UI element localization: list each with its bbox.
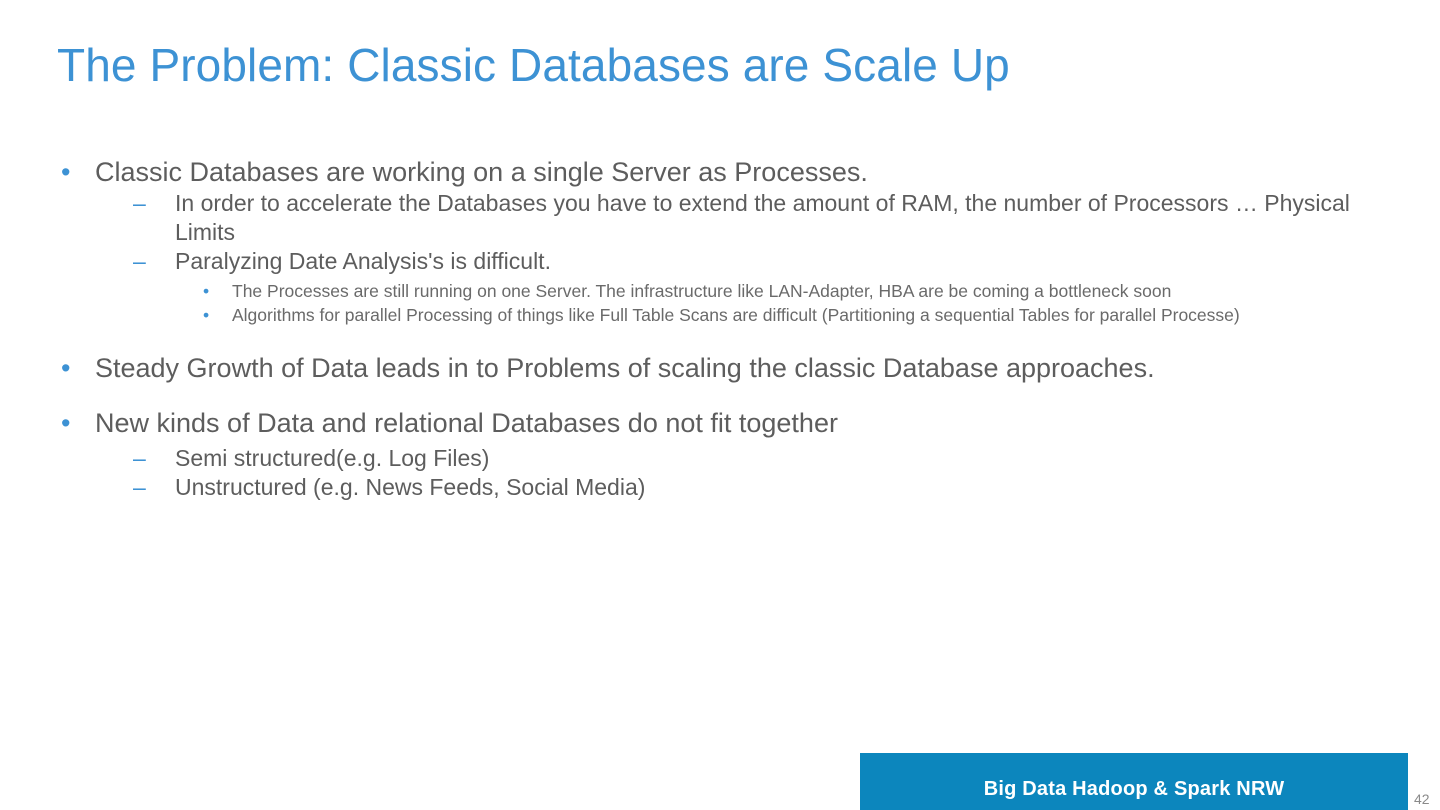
- bullet-level2-semi-structured: – Semi structured(e.g. Log Files): [55, 444, 1400, 473]
- bullet-level1-classic-databases: • Classic Databases are working on a sin…: [55, 156, 1400, 189]
- footer-banner: Big Data Hadoop & Spark NRW: [860, 753, 1408, 810]
- bullet-text: New kinds of Data and relational Databas…: [95, 408, 838, 439]
- bullet-dot-icon: •: [61, 157, 71, 187]
- bullet-level1-new-kinds-of-data: • New kinds of Data and relational Datab…: [55, 407, 1400, 440]
- spacer: [55, 385, 1400, 407]
- bullet-level2-unstructured: – Unstructured (e.g. News Feeds, Social …: [55, 473, 1400, 502]
- bullet-level2-extend-ram: – In order to accelerate the Databases y…: [55, 189, 1400, 247]
- footer-banner-label: Big Data Hadoop & Spark NRW: [983, 778, 1285, 800]
- bullet-dash-icon: –: [133, 445, 146, 472]
- bullet-level3-infrastructure-bottleneck: • The Processes are still running on one…: [55, 280, 1400, 303]
- bullet-text: In order to accelerate the Databases you…: [175, 190, 1350, 246]
- bullet-level3-parallel-algorithms: • Algorithms for parallel Processing of …: [55, 304, 1400, 327]
- bullet-dot-icon: •: [61, 352, 71, 383]
- bullet-dash-icon: –: [133, 190, 146, 217]
- spacer: [55, 327, 1400, 352]
- slide-body: • Classic Databases are working on a sin…: [55, 156, 1400, 502]
- page-number: 42: [1414, 791, 1430, 807]
- bullet-level1-steady-growth: • Steady Growth of Data leads in to Prob…: [55, 352, 1400, 385]
- bullet-text: Unstructured (e.g. News Feeds, Social Me…: [175, 474, 646, 501]
- bullet-text: Paralyzing Date Analysis's is difficult.: [175, 248, 551, 275]
- bullet-dot-icon: •: [203, 281, 210, 302]
- bullet-dash-icon: –: [133, 474, 146, 501]
- bullet-level2-paralyzing-analysis: – Paralyzing Date Analysis's is difficul…: [55, 247, 1400, 276]
- page-title: The Problem: Classic Databases are Scale…: [57, 39, 1010, 91]
- bullet-dot-icon: •: [61, 408, 71, 439]
- bullet-text: Steady Growth of Data leads in to Proble…: [95, 352, 1155, 383]
- bullet-text: Semi structured(e.g. Log Files): [175, 445, 490, 472]
- bullet-dot-icon: •: [203, 304, 210, 325]
- bullet-text: Classic Databases are working on a singl…: [95, 157, 868, 187]
- bullet-text: The Processes are still running on one S…: [232, 281, 1172, 302]
- bullet-dash-icon: –: [133, 248, 146, 275]
- bullet-text: Algorithms for parallel Processing of th…: [232, 304, 1240, 325]
